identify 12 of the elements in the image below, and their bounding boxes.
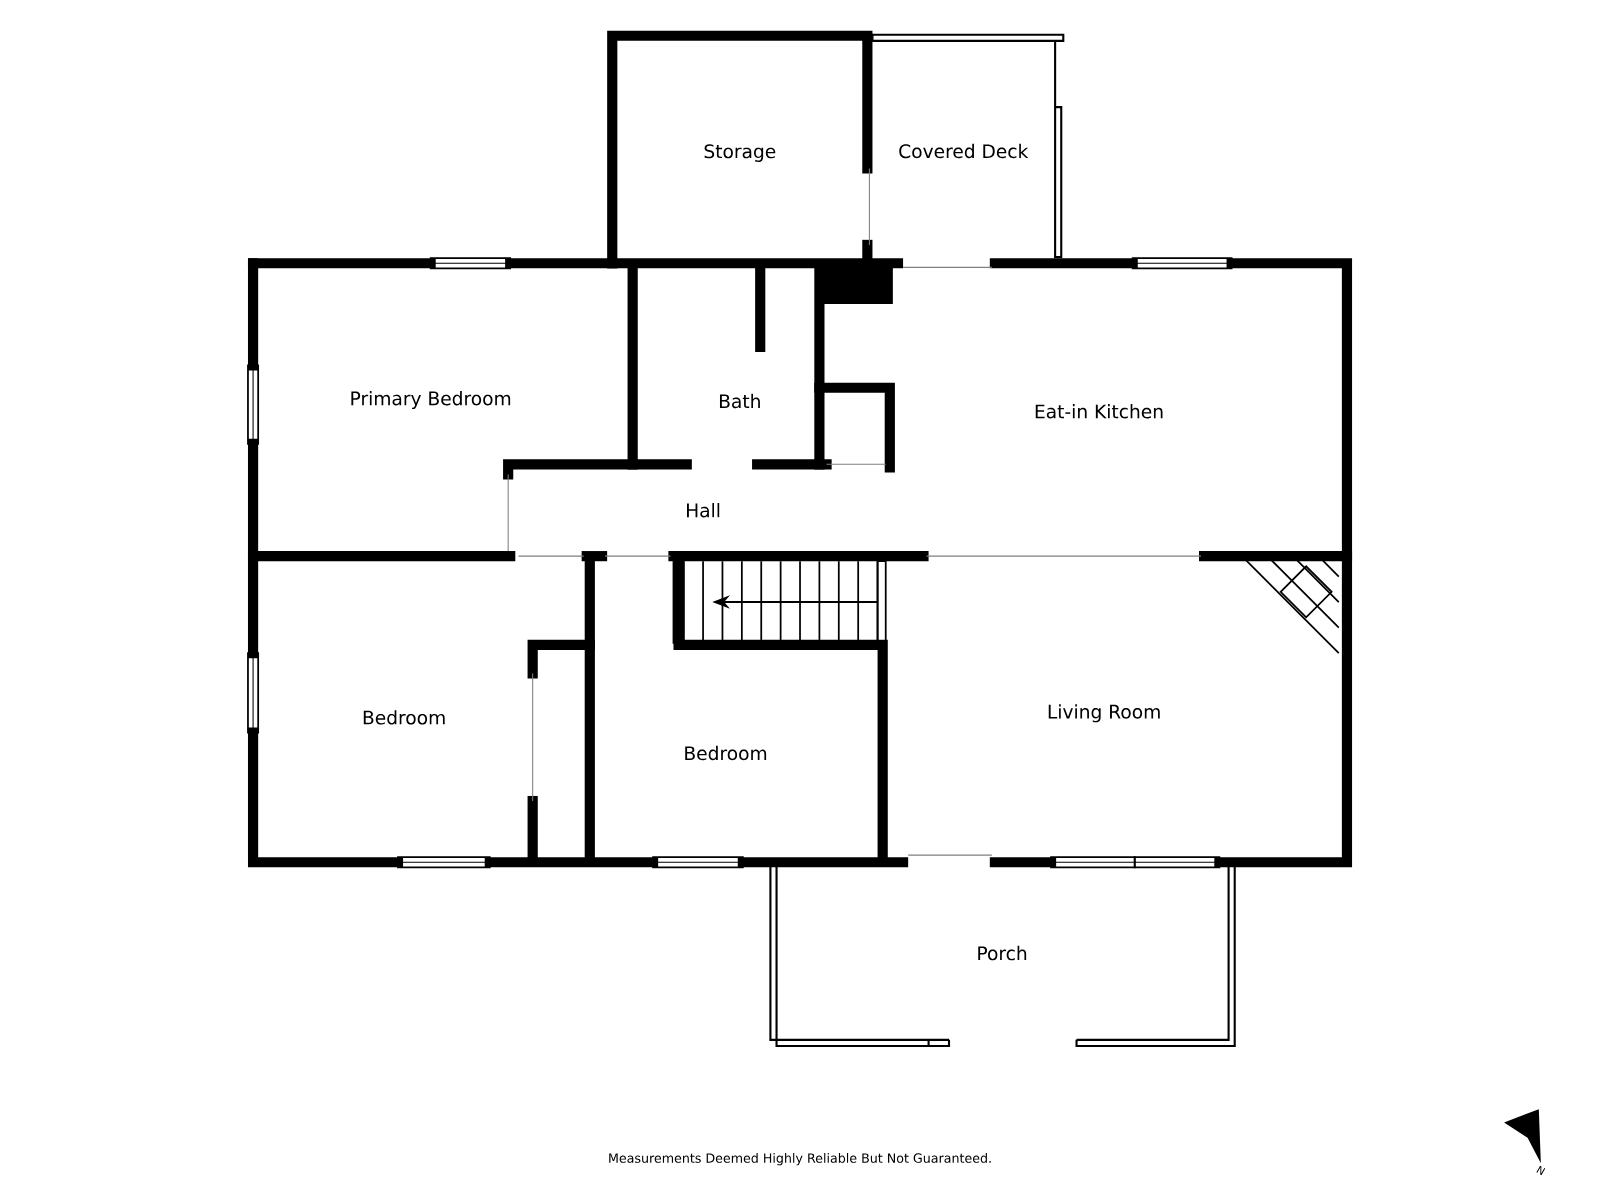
room-label: Covered Deck [899, 143, 1029, 159]
room-label: Hall [687, 503, 720, 518]
footer-note: Measurements Deemed Highly Reliable But Not Guaranteed. [609, 1153, 991, 1166]
room-label: Eat-in Kitchen [1035, 404, 1163, 419]
room-label: Storage [704, 144, 776, 162]
room-label: Primary Bedroom [351, 391, 511, 409]
compass-letter: N [1536, 1165, 1546, 1176]
room-label: Bath [720, 393, 760, 409]
room-label: Bedroom [363, 710, 445, 725]
room-label: Bedroom [685, 745, 767, 761]
room-label: Living Room [1048, 704, 1160, 723]
room-label: Porch [978, 945, 1027, 961]
